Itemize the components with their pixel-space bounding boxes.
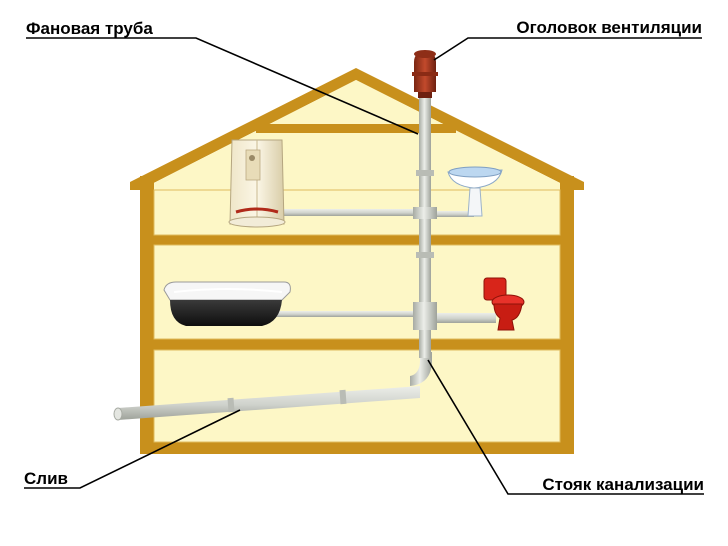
label-vent-cap: Оголовок вентиляции <box>516 18 702 37</box>
sink-branch-pipe <box>430 211 474 217</box>
tee-lower <box>413 302 437 330</box>
floor-2 <box>140 235 574 245</box>
label-vent-pipe: Фановая труба <box>26 19 153 38</box>
toilet-branch-pipe <box>432 313 496 323</box>
leader-lines <box>24 37 704 495</box>
branch-pipes <box>270 209 496 323</box>
vent-cap-icon <box>412 50 438 98</box>
left-wall <box>140 176 154 454</box>
label-sewer-riser: Стояк канализации <box>542 475 704 494</box>
sewer-riser-pipe <box>413 96 437 358</box>
shower-branch-pipe <box>282 209 422 216</box>
foundation <box>140 442 574 454</box>
attic-beam <box>256 124 456 133</box>
coupling-upper <box>416 170 434 176</box>
right-wall <box>560 176 574 454</box>
floor-1 <box>140 339 574 350</box>
leader-sewer-riser <box>427 359 704 495</box>
tee-upper <box>413 207 437 219</box>
label-drain: Слив <box>24 469 68 488</box>
leader-vent-cap <box>433 37 702 61</box>
bathtub-icon <box>163 281 291 326</box>
sink-icon <box>447 166 503 217</box>
toilet-icon <box>483 277 525 331</box>
leader-drain <box>24 409 241 489</box>
shower-cabin-icon <box>228 139 286 228</box>
bath-branch-pipe <box>270 311 420 317</box>
leader-vent-pipe <box>26 37 419 135</box>
drain-pipe <box>113 352 432 421</box>
coupling-mid <box>416 252 434 258</box>
